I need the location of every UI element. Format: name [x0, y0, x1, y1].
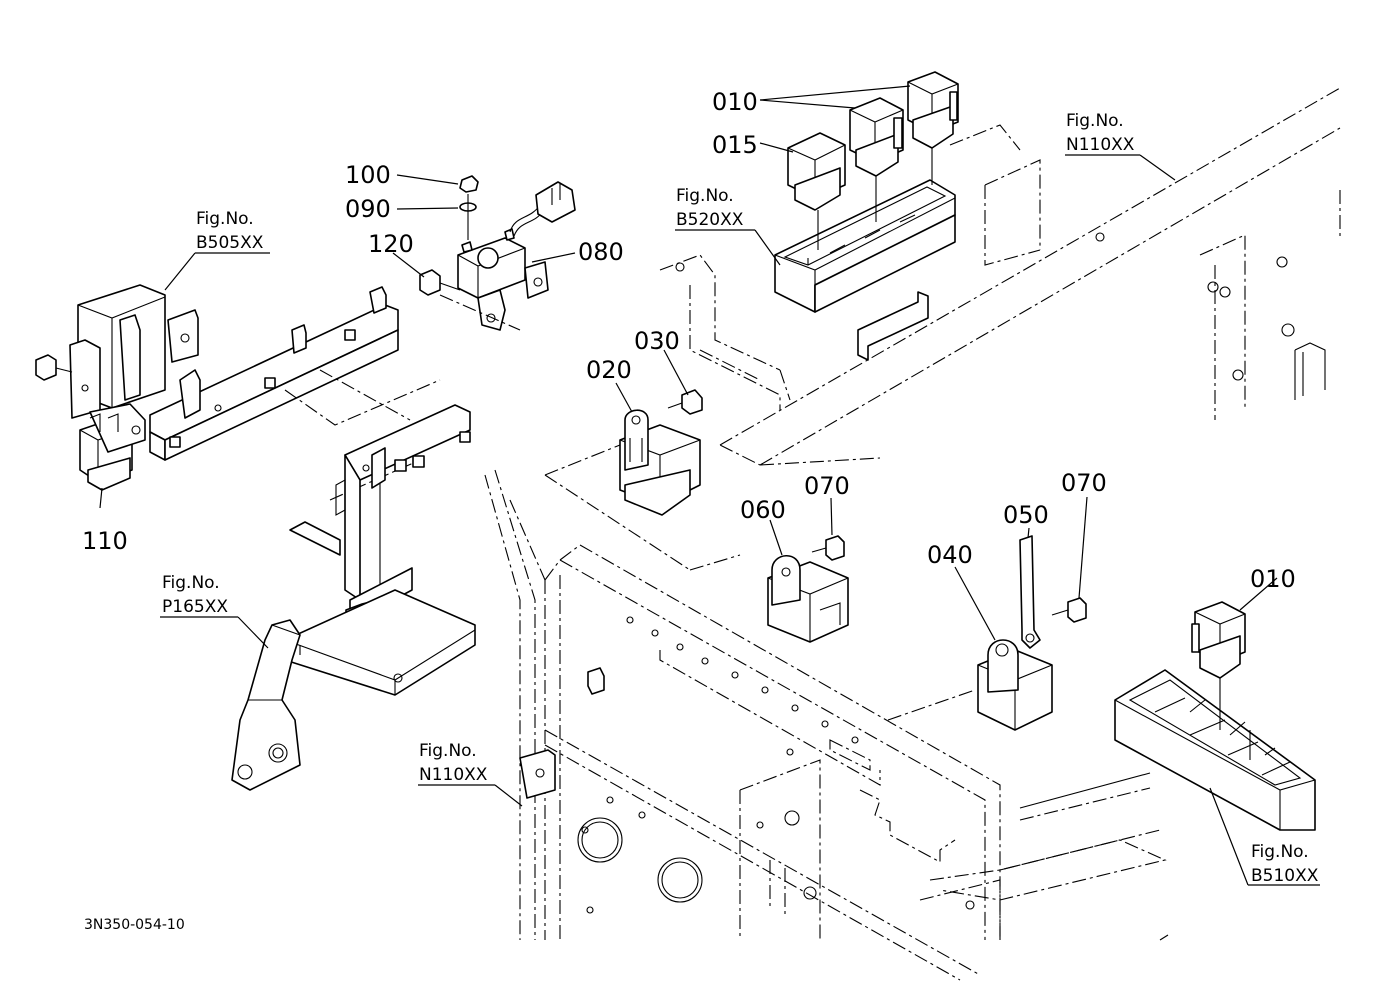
label-010-top: 010: [712, 88, 758, 116]
main-frame-outline: [484, 87, 1341, 981]
figure-references: Fig.No. B505XX Fig.No. B520XX Fig.No. N1…: [162, 111, 1319, 886]
relay-box-b510: [1114, 601, 1316, 831]
label-020: 020: [586, 356, 632, 384]
relay-080: [419, 175, 576, 331]
mounting-bracket-assembly: [149, 286, 476, 791]
label-110: 110: [82, 527, 128, 555]
ref-p165-line2: P165XX: [162, 597, 228, 617]
leader-lines: [99, 85, 1320, 886]
label-050: 050: [1003, 501, 1049, 529]
label-070-b: 070: [1061, 469, 1107, 497]
part-number-labels: 010 015 100 090 120 080 030 020 110 060 …: [82, 88, 1296, 593]
drawing-code: 3N350-054-10: [84, 917, 185, 933]
ref-p165-line1: Fig.No.: [162, 573, 220, 593]
relay-box-b520: [774, 71, 959, 361]
label-090: 090: [345, 195, 391, 223]
ref-b520-line1: Fig.No.: [676, 186, 734, 206]
label-040: 040: [927, 541, 973, 569]
ref-b505-line1: Fig.No.: [196, 209, 254, 229]
label-060: 060: [740, 496, 786, 524]
label-120: 120: [368, 230, 414, 258]
flasher-unit-020: [544, 389, 741, 571]
ref-b510-line2: B510XX: [1251, 866, 1319, 886]
label-010-bottom: 010: [1250, 565, 1296, 593]
ref-b505-line2: B505XX: [196, 233, 264, 253]
ref-b510-line1: Fig.No.: [1251, 842, 1309, 862]
ref-b520-line2: B520XX: [676, 210, 744, 230]
ref-n110-top-line2: N110XX: [1066, 135, 1135, 155]
relay-110: [35, 284, 199, 491]
relay-060: [767, 535, 849, 643]
label-080: 080: [578, 238, 624, 266]
label-030: 030: [634, 327, 680, 355]
label-070-a: 070: [804, 472, 850, 500]
ref-n110-top-line1: Fig.No.: [1066, 111, 1124, 131]
ref-n110-bottom-line2: N110XX: [419, 765, 488, 785]
relay-040: [887, 535, 1087, 731]
ref-n110-bottom-line1: Fig.No.: [419, 741, 477, 761]
label-100: 100: [345, 161, 391, 189]
label-015: 015: [712, 131, 758, 159]
